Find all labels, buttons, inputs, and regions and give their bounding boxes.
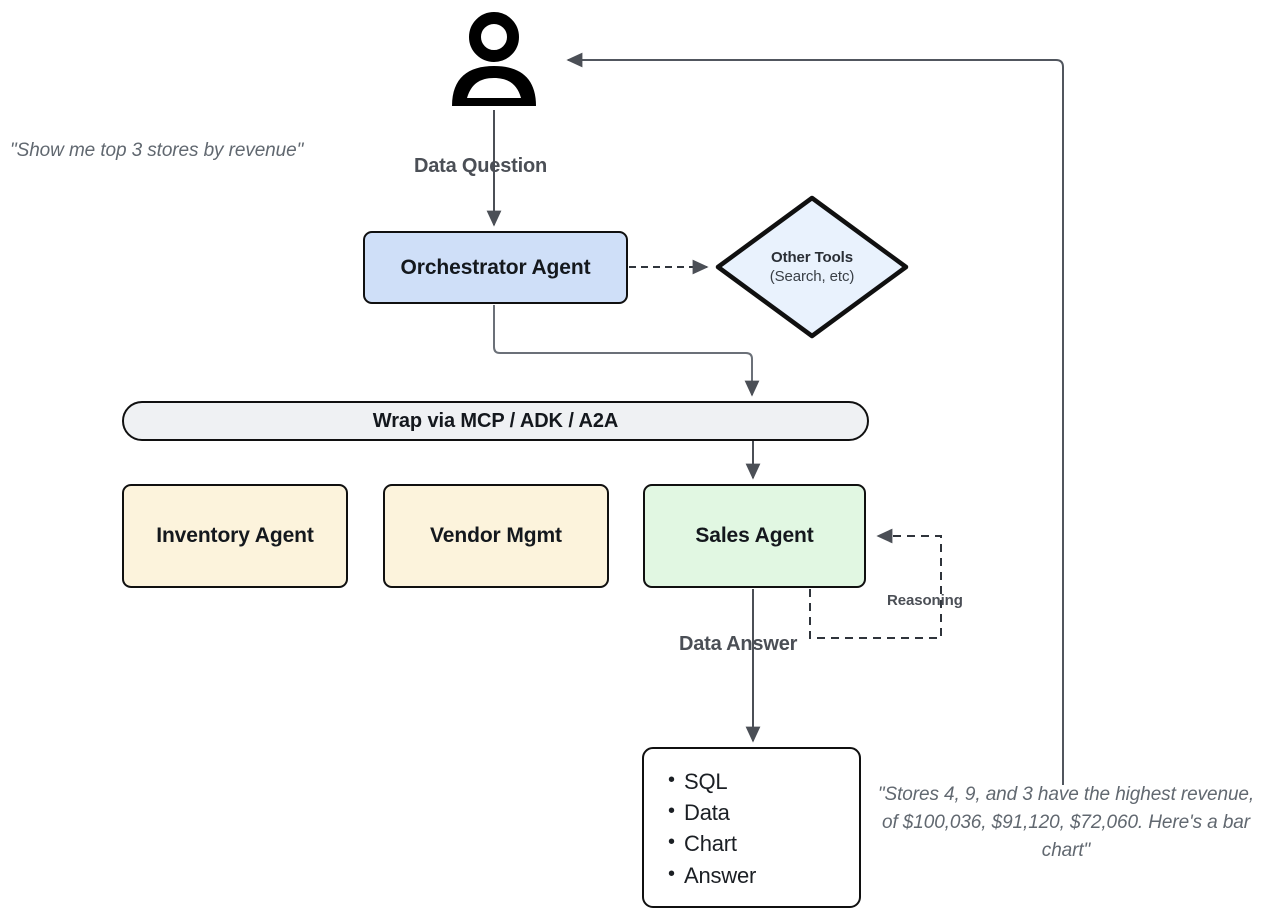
list-item: Answer	[668, 860, 859, 891]
node-inventory-agent[interactable]: Inventory Agent	[122, 484, 348, 588]
node-output-artifacts[interactable]: SQL Data Chart Answer	[642, 747, 861, 908]
node-sales-agent[interactable]: Sales Agent	[643, 484, 866, 588]
node-mcp-wrapper-bar-label: Wrap via MCP / ADK / A2A	[372, 409, 619, 432]
edge-label-reasoning: Reasoning	[887, 592, 963, 609]
node-orchestrator-agent-label: Orchestrator Agent	[400, 255, 591, 279]
list-item: Chart	[668, 828, 859, 859]
node-other-tools-title: Other Tools	[771, 248, 853, 266]
user-question-quote: "Show me top 3 stores by revenue"	[10, 140, 304, 161]
node-vendor-mgmt-label: Vendor Mgmt	[430, 524, 562, 547]
person-icon	[444, 8, 544, 108]
list-item: Data	[668, 797, 859, 828]
edge-label-data-answer: Data Answer	[679, 633, 798, 655]
node-vendor-mgmt[interactable]: Vendor Mgmt	[383, 484, 609, 588]
node-mcp-wrapper-bar[interactable]: Wrap via MCP / ADK / A2A	[122, 401, 869, 441]
node-orchestrator-agent[interactable]: Orchestrator Agent	[363, 231, 628, 304]
edge-label-data-question: Data Question	[414, 155, 547, 177]
node-inventory-agent-label: Inventory Agent	[156, 524, 314, 547]
output-artifact-list: SQL Data Chart Answer	[666, 766, 859, 891]
node-other-tools-subtitle: (Search, etc)	[769, 268, 855, 285]
node-sales-agent-label: Sales Agent	[695, 524, 814, 547]
final-answer-quote: "Stores 4, 9, and 3 have the highest rev…	[877, 784, 1255, 862]
node-other-tools[interactable]: Other Tools (Search, etc)	[712, 192, 912, 342]
list-item: SQL	[668, 766, 859, 797]
